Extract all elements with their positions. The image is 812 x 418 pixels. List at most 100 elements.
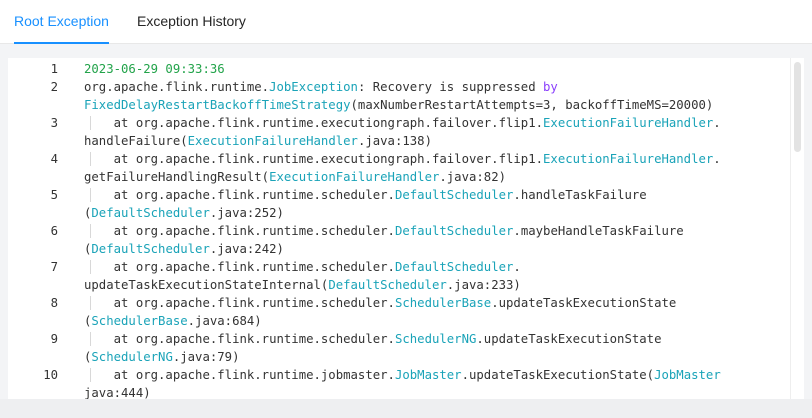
- code-line: 8 at org.apache.flink.runtime.scheduler.…: [8, 294, 790, 330]
- code-line: 5 at org.apache.flink.runtime.scheduler.…: [8, 186, 790, 222]
- active-tab-indicator: [14, 42, 109, 44]
- code-token: at org.apache.flink.runtime.executiongra…: [84, 152, 544, 166]
- code-token: .java:233): [446, 278, 521, 292]
- exception-tabs: Root Exception Exception History: [0, 0, 812, 44]
- indent-guide: [90, 368, 91, 382]
- code-line: 3 at org.apache.flink.runtime.executiong…: [8, 114, 790, 150]
- line-text: at org.apache.flink.runtime.executiongra…: [84, 150, 790, 186]
- code-token-teal: ExecutionFailureHandler: [269, 170, 440, 184]
- indent-guide: [90, 260, 91, 274]
- code-token: (: [84, 314, 92, 328]
- line-number: 7: [50, 260, 58, 274]
- code-token: (: [84, 242, 92, 256]
- line-number: 5: [50, 188, 58, 202]
- code-token-teal: ExecutionFailureHandler: [543, 116, 714, 130]
- code-token: .java:242): [209, 242, 284, 256]
- indent-guide: [90, 224, 91, 238]
- code-token: at org.apache.flink.runtime.scheduler.: [84, 188, 395, 202]
- line-number: 10: [43, 368, 58, 382]
- code-line: 4 at org.apache.flink.runtime.executiong…: [8, 150, 790, 186]
- code-token: .maybeHandleTaskFailure: [513, 224, 684, 238]
- code-token-green: 2023-06-29 09:33:36: [84, 62, 225, 76]
- code-token: updateTaskExecutionStateInternal(: [84, 278, 329, 292]
- line-text: at org.apache.flink.runtime.scheduler.De…: [84, 258, 790, 294]
- code-token-teal: DefaultScheduler: [394, 260, 514, 274]
- line-number: 2: [50, 80, 58, 94]
- code-token-purple: by: [543, 80, 558, 94]
- code-token: .updateTaskExecutionState: [491, 296, 677, 310]
- code-token: .handleTaskFailure: [513, 188, 647, 202]
- line-text: at org.apache.flink.runtime.scheduler.De…: [84, 222, 790, 258]
- stack-trace-viewer: 1 2023-06-29 09:33:36 2 org.apache.flink.ru…: [8, 60, 790, 399]
- code-token-teal: SchedulerBase: [91, 314, 188, 328]
- code-token-teal: SchedulerNG: [91, 350, 173, 364]
- code-token-teal: FixedDelayRestartBackoffTimeStrategy: [84, 98, 351, 112]
- code-token: .: [713, 116, 721, 130]
- line-number: 6: [50, 224, 58, 238]
- code-line: 9 at org.apache.flink.runtime.scheduler.…: [8, 330, 790, 366]
- code-token: java:444): [84, 386, 151, 399]
- code-token: at org.apache.flink.runtime.scheduler.: [84, 224, 395, 238]
- line-number: 1: [50, 62, 58, 76]
- line-text: org.apache.flink.runtime.JobException: R…: [84, 78, 790, 114]
- code-token: at org.apache.flink.runtime.scheduler.: [84, 332, 395, 346]
- indent-guide: [90, 332, 91, 346]
- line-number: 8: [50, 296, 58, 310]
- indent-guide: [90, 188, 91, 202]
- code-token: .: [713, 152, 721, 166]
- code-token: .: [513, 260, 521, 274]
- code-token-teal: JobMaster: [394, 368, 462, 382]
- line-number: 9: [50, 332, 58, 346]
- line-text: at org.apache.flink.runtime.jobmaster.Jo…: [84, 366, 790, 399]
- code-token-teal: DefaultScheduler: [91, 242, 210, 256]
- code-token-teal: SchedulerBase: [394, 296, 492, 310]
- code-token: at org.apache.flink.runtime.scheduler.: [84, 260, 395, 274]
- code-token: (maxNumberRestartAttempts=3, backoffTime…: [350, 98, 714, 112]
- indent-guide: [90, 116, 91, 130]
- code-line: 1 2023-06-29 09:33:36: [8, 60, 790, 78]
- code-token-teal: DefaultScheduler: [328, 278, 447, 292]
- code-token-teal: JobException: [269, 80, 358, 94]
- indent-guide: [90, 152, 91, 166]
- code-line: 7 at org.apache.flink.runtime.scheduler.…: [8, 258, 790, 294]
- tab-exception-history[interactable]: Exception History: [137, 0, 246, 43]
- code-token: .java:684): [187, 314, 262, 328]
- code-token: at org.apache.flink.runtime.executiongra…: [84, 116, 544, 130]
- line-text: 2023-06-29 09:33:36: [84, 60, 790, 78]
- code-token-teal: JobMaster: [654, 368, 721, 382]
- code-token: .java:138): [357, 134, 432, 148]
- code-token: : Recovery is suppressed: [357, 80, 544, 94]
- code-token: (: [84, 350, 92, 364]
- code-token-teal: DefaultScheduler: [394, 224, 514, 238]
- code-token: .java:82): [439, 170, 507, 184]
- code-line: 6 at org.apache.flink.runtime.scheduler.…: [8, 222, 790, 258]
- code-token: handleFailure(: [84, 134, 188, 148]
- code-line: 2 org.apache.flink.runtime.JobException: …: [8, 78, 790, 114]
- code-token: at org.apache.flink.runtime.scheduler.: [84, 296, 395, 310]
- tab-root-exception[interactable]: Root Exception: [14, 0, 109, 44]
- code-token-teal: ExecutionFailureHandler: [543, 152, 714, 166]
- vertical-scrollbar[interactable]: [790, 58, 804, 399]
- code-token-teal: SchedulerNG: [394, 332, 477, 346]
- code-token: .updateTaskExecutionState: [476, 332, 662, 346]
- line-number: 3: [50, 116, 58, 130]
- code-token-teal: ExecutionFailureHandler: [187, 134, 358, 148]
- code-token: .updateTaskExecutionState(: [461, 368, 655, 382]
- line-text: at org.apache.flink.runtime.scheduler.Sc…: [84, 330, 790, 366]
- code-token-teal: DefaultScheduler: [91, 206, 210, 220]
- code-token: getFailureHandlingResult(: [84, 170, 270, 184]
- code-line: 10 at org.apache.flink.runtime.jobmaster…: [8, 366, 790, 399]
- code-token: at org.apache.flink.runtime.jobmaster.: [84, 368, 395, 382]
- code-token: .java:252): [209, 206, 284, 220]
- line-text: at org.apache.flink.runtime.executiongra…: [84, 114, 790, 150]
- code-token: (: [84, 206, 92, 220]
- code-token: .java:79): [172, 350, 240, 364]
- code-token: org.apache.flink.runtime.: [84, 80, 270, 94]
- line-number: 4: [50, 152, 58, 166]
- bottom-strip: [0, 399, 812, 418]
- scrollbar-thumb[interactable]: [794, 62, 801, 152]
- tab-root-exception-label: Root Exception: [14, 13, 109, 29]
- line-text: at org.apache.flink.runtime.scheduler.De…: [84, 186, 790, 222]
- tab-exception-history-label: Exception History: [137, 13, 246, 29]
- code-token-teal: DefaultScheduler: [394, 188, 514, 202]
